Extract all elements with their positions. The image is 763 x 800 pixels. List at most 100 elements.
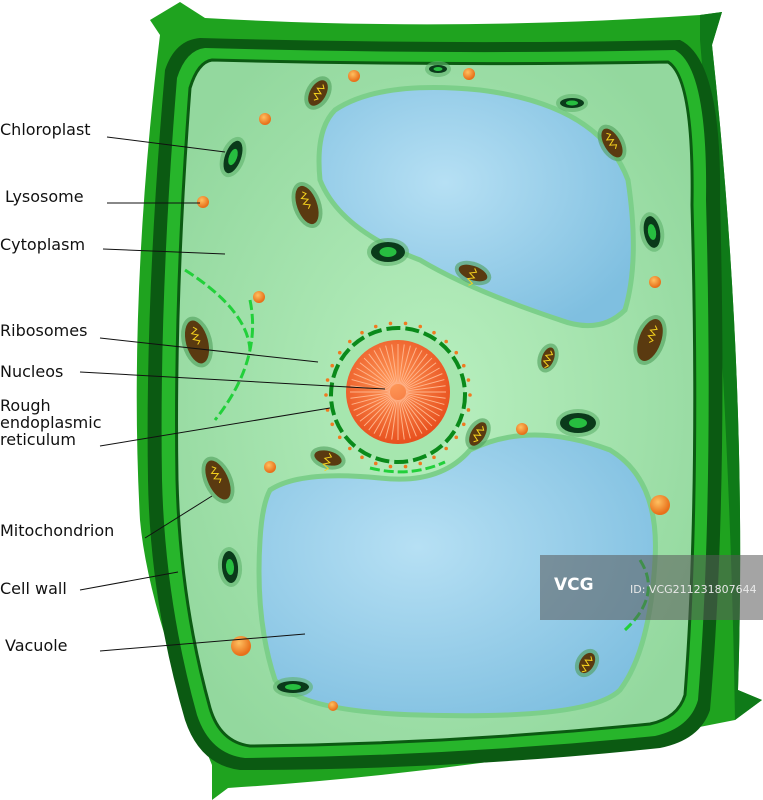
watermark: VCG ID: VCG211231807644 xyxy=(540,555,763,620)
nucleus-ray xyxy=(403,357,433,387)
nucleus-ray xyxy=(400,399,417,437)
ribosome xyxy=(330,422,335,427)
nucleus-ray xyxy=(350,392,391,399)
mitochondrion xyxy=(304,76,332,110)
ribosome xyxy=(403,321,408,326)
nucleus-ray xyxy=(379,347,396,385)
vacuole-lower xyxy=(256,432,658,719)
mitochondrion xyxy=(597,124,627,162)
nucleus-ray xyxy=(401,398,423,434)
nucleus-ray xyxy=(373,398,395,434)
mitochondrion xyxy=(465,418,491,450)
ribosome xyxy=(325,408,330,412)
chloroplast xyxy=(639,212,665,252)
nucleus-ray xyxy=(403,397,433,427)
nucleus-ray xyxy=(356,395,392,417)
rough-endoplasmic-reticulum xyxy=(369,460,446,474)
nucleus-ray xyxy=(353,394,391,411)
nucleus-ray xyxy=(405,385,446,392)
leader-line xyxy=(144,495,213,539)
ribosome xyxy=(466,408,471,412)
nucleus-ray xyxy=(404,395,440,417)
nucleus-ray xyxy=(353,373,391,390)
chloroplast xyxy=(556,94,588,112)
lysosome xyxy=(253,291,265,303)
label-cell-wall: Cell wall xyxy=(0,579,67,598)
nucleus-ray xyxy=(404,396,437,422)
label-nucleus: Nucleos xyxy=(0,362,64,381)
nucleus-ray xyxy=(405,393,445,405)
nucleus-ray xyxy=(404,362,437,388)
mitochondrion xyxy=(454,260,492,286)
mitochondrion xyxy=(181,316,213,368)
ribosome xyxy=(330,363,335,368)
rough-endoplasmic-reticulum xyxy=(213,299,254,421)
nucleus-ray xyxy=(385,345,397,385)
chloroplast xyxy=(273,677,313,697)
ribosome xyxy=(388,321,393,326)
nucleus-ray xyxy=(359,396,392,422)
lysosome xyxy=(197,196,209,208)
nucleus-ray xyxy=(368,398,394,431)
nucleus-ray xyxy=(401,350,423,386)
nucleus-ray xyxy=(405,373,443,390)
nucleus-ray xyxy=(391,399,398,440)
ribosome xyxy=(468,393,472,397)
lysosome xyxy=(259,113,271,125)
ribosome xyxy=(324,393,328,397)
lysosome xyxy=(328,701,338,711)
lysosome xyxy=(649,276,661,288)
leader-line xyxy=(102,248,226,255)
mitochondrion xyxy=(291,181,323,229)
chloroplast xyxy=(556,409,600,437)
rough-endoplasmic-reticulum xyxy=(184,268,252,351)
ribosome xyxy=(444,446,448,451)
lysosome xyxy=(650,495,670,515)
ribosome xyxy=(454,350,459,355)
leader-line xyxy=(99,337,319,363)
nucleus-ray xyxy=(363,397,393,427)
nucleus-ray xyxy=(404,367,440,389)
chloroplast xyxy=(219,136,247,178)
mitochondrion xyxy=(537,343,559,373)
leader-line xyxy=(99,633,306,652)
nucleus-ray xyxy=(391,344,398,385)
lysosome xyxy=(231,636,251,656)
nucleus-ray xyxy=(379,399,396,437)
label-mitochondrion: Mitochondrion xyxy=(0,521,115,540)
mitochondrion xyxy=(574,648,600,678)
lysosome xyxy=(348,70,360,82)
nucleus-ray xyxy=(398,399,405,440)
vacuole-upper xyxy=(316,85,636,329)
nucleus-ray xyxy=(399,399,411,439)
label-ribosomes: Ribosomes xyxy=(0,321,88,340)
nucleus-ray xyxy=(368,353,394,386)
ribosome xyxy=(418,324,423,329)
ribosome xyxy=(373,324,378,329)
nucleus-ray xyxy=(400,347,417,385)
chloroplast xyxy=(425,61,451,77)
ribosome xyxy=(454,435,459,440)
ribosome xyxy=(444,339,448,344)
leader-line xyxy=(79,571,179,591)
ribosome xyxy=(432,455,436,460)
nucleus-ray xyxy=(405,392,446,399)
ribosome xyxy=(360,455,364,460)
label-cytoplasm: Cytoplasm xyxy=(0,235,86,254)
mitochondrion xyxy=(201,456,235,504)
lysosome xyxy=(264,461,276,473)
ribosome xyxy=(337,435,342,440)
chloroplast xyxy=(217,547,243,587)
label-rer-line2: endoplasmic xyxy=(0,413,102,432)
chloroplast xyxy=(367,238,409,266)
label-rer: Rough endoplasmic reticulum xyxy=(0,397,102,448)
nucleus-ray xyxy=(351,393,391,405)
lysosome xyxy=(463,68,475,80)
nucleus-ray xyxy=(402,353,428,386)
ribosome xyxy=(337,350,342,355)
ribosome xyxy=(461,422,466,427)
nucleus-ray xyxy=(402,398,428,431)
ribosome xyxy=(325,378,330,382)
nucleus-ray xyxy=(398,344,405,385)
